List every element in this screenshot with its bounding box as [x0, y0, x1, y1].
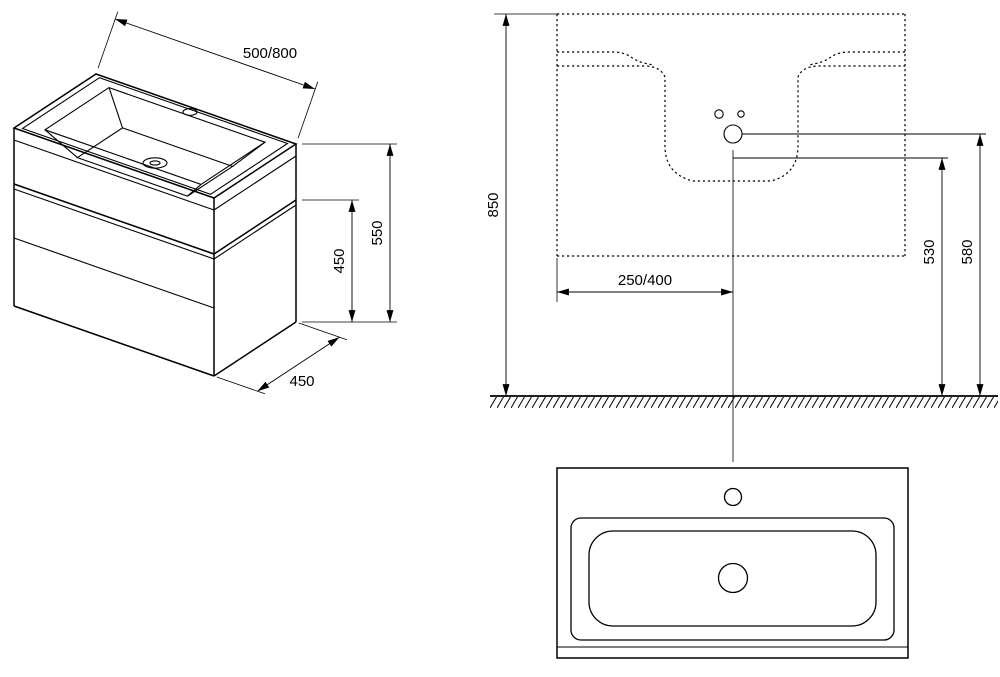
faucet-hole-icon	[723, 124, 743, 144]
small-hole-icon	[737, 110, 745, 118]
basin-bottom-edge	[13, 183, 215, 255]
dimension-mounting-height: 850	[485, 13, 558, 396]
bowl-corner-edge	[232, 141, 266, 167]
drain-icon	[717, 562, 749, 594]
dimension-level-580: 580	[959, 134, 984, 396]
dimension-center-offset: 250/400	[556, 258, 733, 302]
bowl-bottom-edge	[588, 530, 877, 627]
dimension-depth: 450	[216, 322, 348, 395]
dimension-level-530: 530	[921, 158, 946, 396]
cabinet-top-reveal	[13, 188, 215, 260]
dimension-label-center-offset: 250/400	[618, 272, 672, 289]
faucet-hole-icon	[182, 108, 198, 116]
dimension-cabinet-height: 450	[302, 199, 359, 322]
bowl-corner-edge	[108, 87, 124, 129]
cabinet-top-reveal	[213, 204, 297, 260]
drawer-divider	[13, 237, 215, 309]
front-elevation-view: 850 530 580 250/400	[485, 13, 998, 462]
isometric-view: 500/800 550 450 450	[12, 11, 397, 395]
dimension-label-mounting-height: 850	[485, 192, 502, 217]
basin-rim-profile-right	[807, 51, 905, 66]
basin-plan-outline	[556, 467, 909, 659]
basin-inner-rim	[21, 77, 289, 195]
floor-hatch	[490, 397, 998, 408]
dimension-label-cabinet-height: 450	[331, 248, 348, 273]
bowl-corner-edge	[44, 129, 78, 159]
basin-ledge-line	[213, 155, 297, 211]
basin-outer-rim	[12, 73, 298, 199]
extension-line	[298, 322, 348, 341]
cabinet-bottom-edge	[213, 321, 297, 377]
basin-bowl-profile	[557, 65, 905, 182]
extension-line	[297, 81, 319, 139]
small-hole-icon	[714, 109, 724, 119]
dimension-line	[257, 336, 340, 392]
bowl-outer-edge	[570, 517, 895, 641]
bowl-opening	[43, 86, 267, 186]
faucet-hole-icon	[723, 487, 743, 507]
drain-center-icon	[149, 160, 161, 166]
dimension-label-total-height: 550	[369, 220, 386, 245]
basin-rim-profile-left	[557, 51, 655, 66]
dimension-width: 500/800	[97, 11, 319, 139]
bowl-corner-edge	[187, 183, 202, 197]
dimension-label-depth: 450	[289, 373, 314, 390]
bowl-bottom	[76, 127, 234, 197]
dimension-total-height: 550	[302, 143, 397, 323]
dimension-line	[114, 18, 316, 90]
extension-line	[97, 11, 119, 69]
cabinet-bottom-edge	[13, 305, 215, 377]
dimension-label-530: 530	[921, 239, 938, 264]
dimension-label-580: 580	[959, 239, 976, 264]
basin-ledge-line	[13, 139, 215, 211]
dimension-label-width: 500/800	[243, 45, 297, 62]
plan-view	[556, 467, 909, 659]
drain-icon	[142, 157, 168, 169]
basin-bottom-edge	[213, 199, 297, 255]
extension-line	[216, 376, 266, 395]
